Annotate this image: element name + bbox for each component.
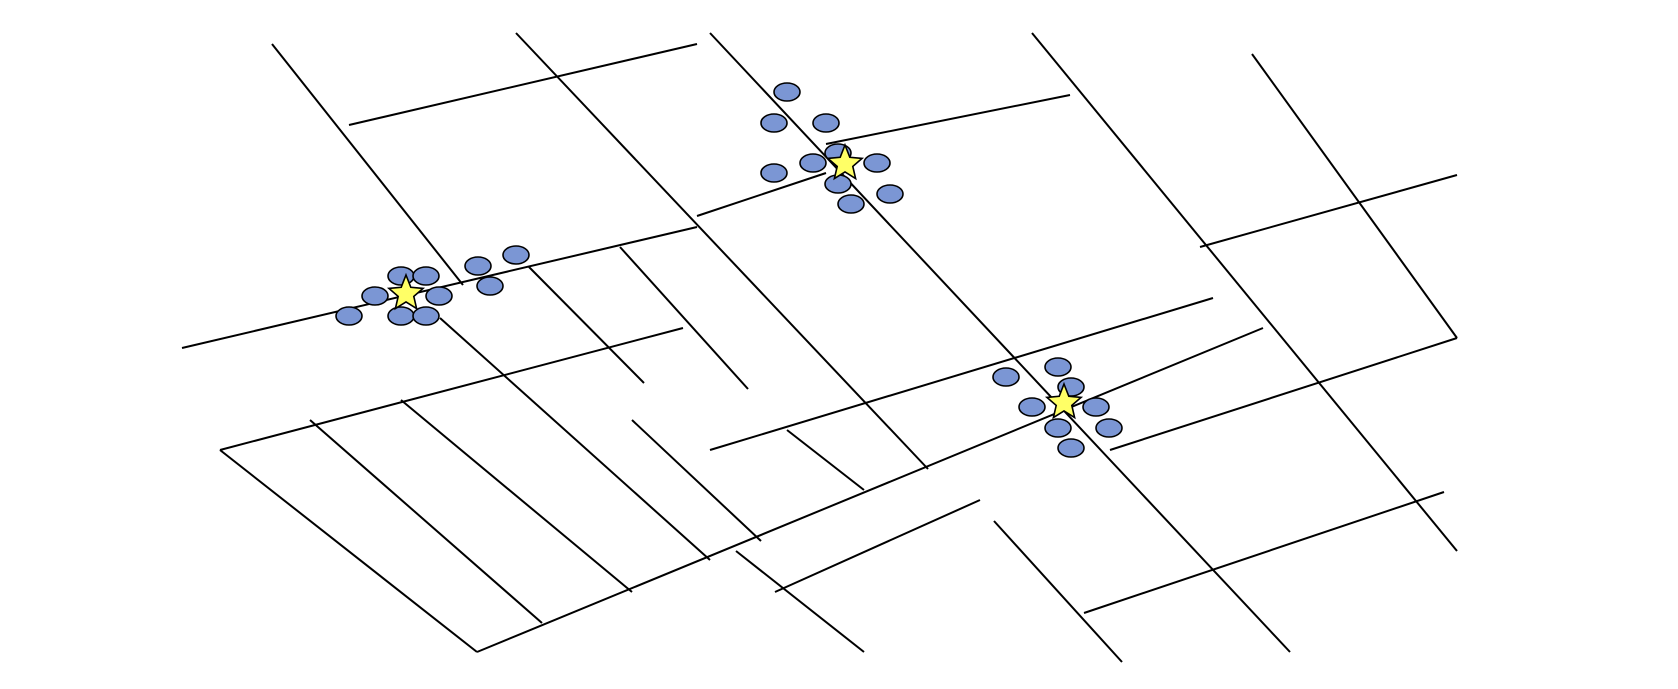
cluster-point-icon [476,276,504,296]
cluster-point-icon [361,286,389,306]
street-line [219,449,478,653]
street-line [696,172,827,217]
street-line [993,520,1123,663]
street-line [786,429,865,491]
cluster-point-icon [502,245,530,265]
cluster-point-icon [1044,418,1072,438]
street-line [400,399,633,593]
street-line [619,246,749,390]
cluster-point-icon [1095,418,1123,438]
street-line [439,317,711,561]
street-line [528,266,645,384]
cluster-point-icon [837,194,865,214]
street-line [709,297,1214,451]
street-line [1199,174,1458,248]
cluster-point-icon [1018,397,1046,417]
street-line [309,419,543,624]
street-line [631,419,762,542]
cluster-point-icon [412,306,440,326]
cluster-point-icon [824,174,852,194]
street-line [219,327,684,451]
cluster-point-icon [812,113,840,133]
cluster-point-icon [464,256,492,276]
street-line [774,499,981,593]
cluster-southeast [992,357,1123,458]
street-line [709,32,1291,653]
street-line [271,43,464,286]
street-network [181,32,1458,663]
cluster-point-icon [412,266,440,286]
cluster-west [335,245,530,326]
cluster-point-icon [760,113,788,133]
cluster-north [760,82,904,214]
cluster-point-icon [799,153,827,173]
cluster-point-icon [387,306,415,326]
cluster-point-icon [425,286,453,306]
cluster-point-icon [1057,438,1085,458]
centroid-star-icon [1044,381,1084,420]
cluster-point-icon [1044,357,1072,377]
cluster-point-icon [992,367,1020,387]
centroid-star-icon [386,272,426,311]
street-line [348,43,698,126]
cluster-point-icon [760,163,788,183]
street-line [515,32,929,470]
cluster-point-icon [876,184,904,204]
street-line [1031,32,1458,552]
centroid-star-icon [825,142,865,181]
cluster-point-icon [1082,397,1110,417]
cluster-point-icon [335,306,363,326]
street-line [825,94,1071,145]
street-line [1251,53,1458,339]
cluster-point-icon [863,153,891,173]
cluster-point-icon [387,266,415,286]
street-line [735,550,865,653]
street-line [1083,491,1445,614]
street-line [1109,337,1458,451]
cluster-point-icon [773,82,801,102]
street-line [476,327,1264,653]
